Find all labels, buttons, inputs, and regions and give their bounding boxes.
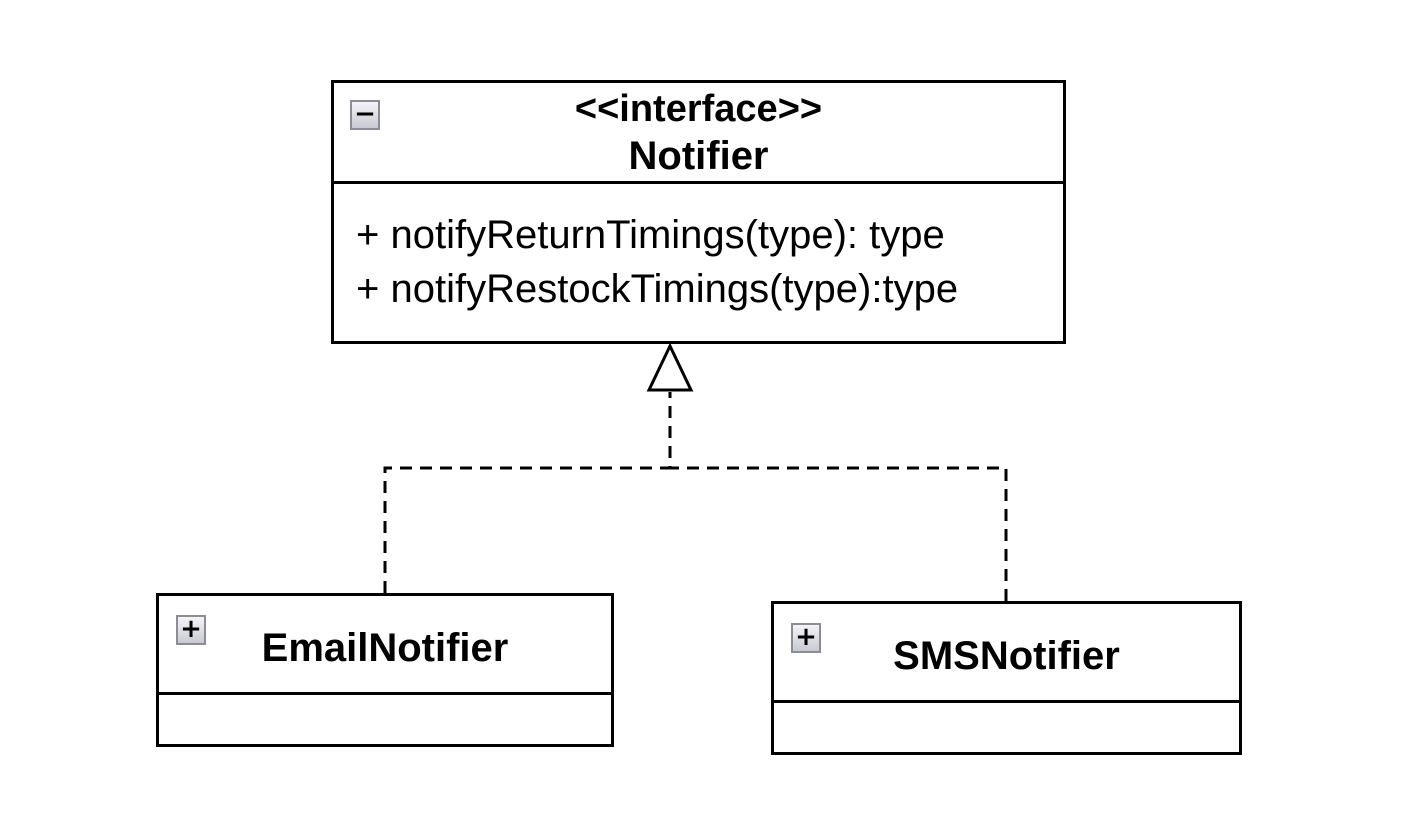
- interface-methods: + notifyReturnTimings(type): type + noti…: [334, 184, 1063, 316]
- class-sms-notifier[interactable]: + SMSNotifier: [771, 601, 1242, 755]
- sms-notifier-name: SMSNotifier: [893, 634, 1120, 678]
- email-notifier-header: + EmailNotifier: [159, 596, 611, 695]
- email-notifier-name: EmailNotifier: [261, 626, 509, 670]
- collapse-toggle-icon[interactable]: −: [350, 100, 380, 130]
- class-email-notifier[interactable]: + EmailNotifier: [156, 593, 614, 747]
- interface-name: Notifier: [628, 134, 769, 178]
- realization-line-sms: [670, 466, 1008, 601]
- expand-toggle-icon[interactable]: +: [176, 615, 206, 645]
- method-notify-restock-timings: + notifyRestockTimings(type):type: [356, 267, 959, 311]
- interface-notifier[interactable]: − <<interface>> Notifier + notifyReturnT…: [331, 80, 1066, 344]
- expand-toggle-icon[interactable]: +: [791, 623, 821, 653]
- sms-notifier-header: + SMSNotifier: [774, 604, 1239, 703]
- realization-line-email: [383, 392, 672, 593]
- realization-arrowhead: [646, 342, 694, 392]
- interface-stereotype: <<interface>>: [574, 88, 823, 130]
- interface-header: − <<interface>> Notifier: [334, 83, 1063, 184]
- method-notify-return-timings: + notifyReturnTimings(type): type: [356, 213, 945, 257]
